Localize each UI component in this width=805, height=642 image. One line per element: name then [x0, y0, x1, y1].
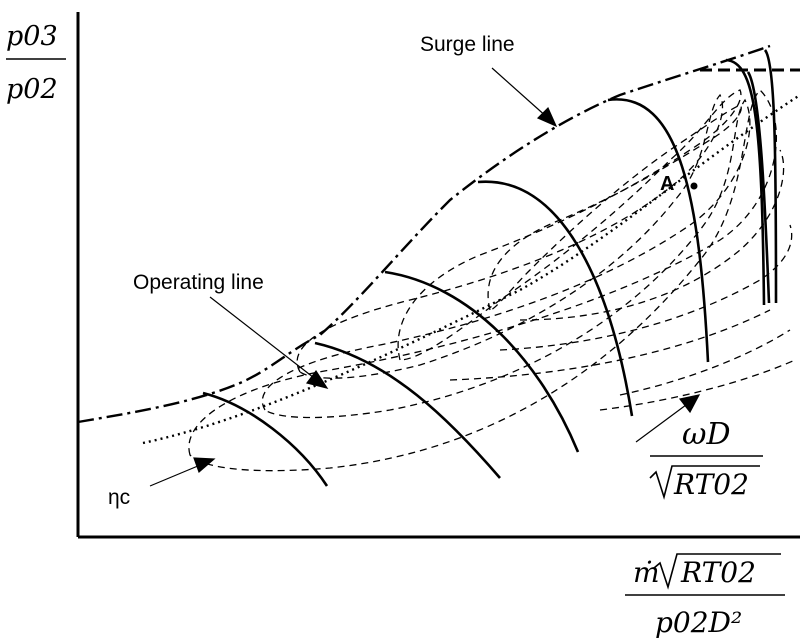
speed-line-7 [763, 49, 778, 304]
x-axis-denominator: p02D² [655, 606, 742, 639]
x-axis-numerator-m: ṁ [633, 556, 660, 589]
speed-line-5 [607, 98, 710, 363]
operating-arrowhead [305, 369, 329, 389]
speed-line-3 [384, 270, 580, 453]
speed-line-8 [746, 71, 771, 304]
point-a-label: A [660, 173, 674, 195]
point-a-marker [690, 182, 698, 190]
y-axis-label: p03 p02 [6, 21, 66, 105]
x-axis-sqrt-sign [653, 553, 781, 590]
x-axis-numerator-rt: RT02 [680, 556, 756, 589]
efficiency-contour-1 [188, 89, 778, 472]
speed-line-2 [314, 341, 501, 479]
surge-arrowhead [536, 106, 558, 128]
operating-line-label: Operating line [133, 271, 264, 294]
efficiency-contour-4 [397, 89, 742, 361]
speed-lines [202, 49, 778, 487]
speed-line-4 [477, 180, 634, 417]
efficiency-contour-3 [296, 93, 724, 379]
efficiency-contour-7 [499, 224, 793, 351]
efficiency-contour-8 [449, 309, 771, 381]
surge-arrow-line [491, 67, 549, 119]
speed-sqrt-sign [649, 465, 760, 500]
speed-denominator: RT02 [673, 468, 749, 501]
efficiency-contour-6 [519, 149, 785, 321]
efficiency-contour-10 [599, 359, 796, 411]
speed-parameter-label: ωD RT02 [649, 417, 763, 501]
surge-line-label: Surge line [420, 33, 515, 56]
operating-line [142, 93, 801, 445]
x-axis-label: ṁ RT02 p02D² [625, 553, 785, 639]
efficiency-contour-2 [261, 98, 751, 419]
efficiency-label: ηc [108, 486, 130, 509]
efficiency-arrow-line [149, 462, 206, 487]
speed-line-6 [725, 58, 766, 306]
y-axis-denominator: p02 [6, 74, 58, 105]
surge-line [77, 44, 771, 424]
efficiency-contours [188, 89, 796, 472]
speed-line-1 [202, 391, 329, 487]
efficiency-contour-9 [619, 329, 791, 396]
speed-arrowhead [678, 394, 701, 414]
speed-arrow-line [635, 401, 691, 443]
annotation-arrows [149, 67, 701, 487]
operating-arrow-line [209, 296, 319, 382]
efficiency-arrowhead [193, 457, 216, 474]
speed-numerator: ωD [682, 417, 731, 452]
y-axis-numerator: p03 [6, 21, 58, 52]
axes [76, 12, 800, 539]
